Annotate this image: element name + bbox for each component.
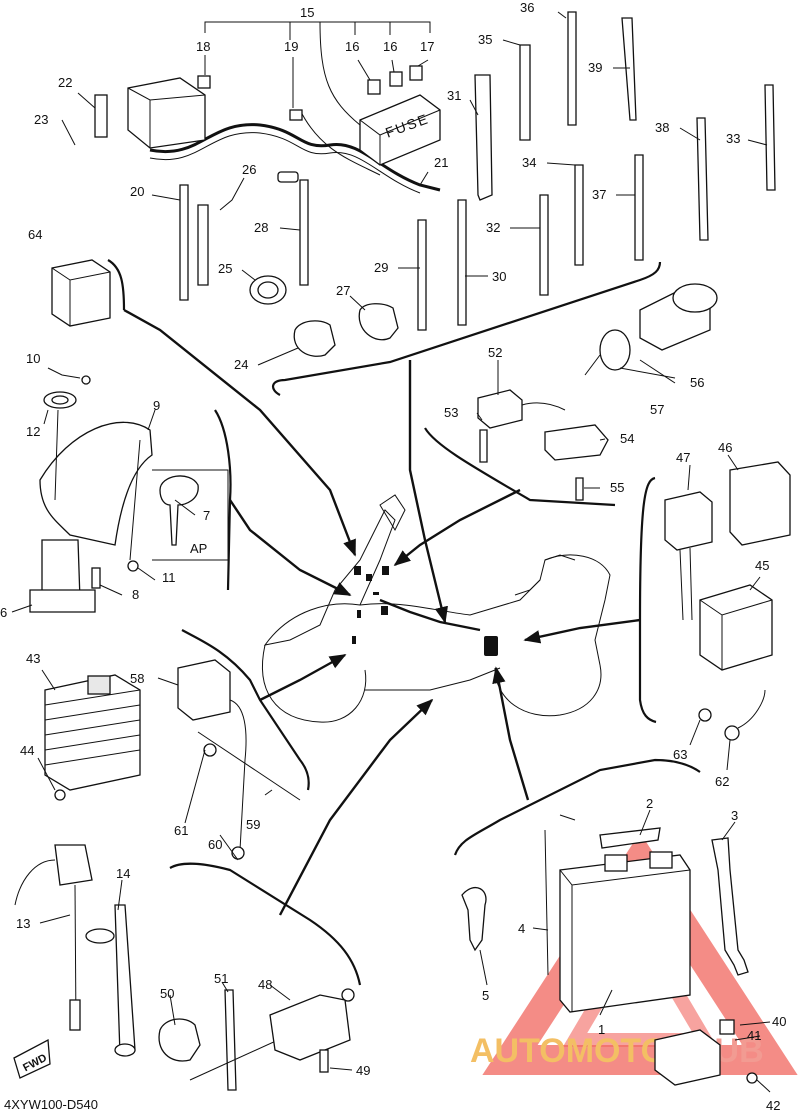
callout-leaders <box>11 11 771 1093</box>
callout-36: 36 <box>520 0 534 15</box>
horn-56-57 <box>584 283 718 376</box>
callout-30: 30 <box>492 269 506 284</box>
callout-17: 17 <box>420 39 434 54</box>
sensor-58 <box>177 659 301 860</box>
callout-25: 25 <box>218 261 232 276</box>
callout-2: 2 <box>646 796 653 811</box>
callout-48: 48 <box>258 977 272 992</box>
battery-1 <box>559 827 691 1013</box>
callout-26: 26 <box>242 162 256 177</box>
callout-18: 18 <box>196 39 210 54</box>
callout-41: 41 <box>747 1028 761 1043</box>
callout-56: 56 <box>690 375 704 390</box>
callout-35: 35 <box>478 32 492 47</box>
callout-34: 34 <box>522 155 536 170</box>
callout-27: 27 <box>336 283 350 298</box>
callout-21: 21 <box>434 155 448 170</box>
callout-61: 61 <box>174 823 188 838</box>
callout-19: 19 <box>284 39 298 54</box>
callout-33: 33 <box>726 131 740 146</box>
callout-51: 51 <box>214 971 228 986</box>
key-7: AP <box>152 469 229 561</box>
callout-60: 60 <box>208 837 222 852</box>
callout-15: 15 <box>300 5 314 20</box>
callout-62: 62 <box>715 774 729 789</box>
callout-49: 49 <box>356 1063 370 1078</box>
callout-20: 20 <box>130 184 144 199</box>
callout-8: 8 <box>132 587 139 602</box>
callout-52: 52 <box>488 345 502 360</box>
callout-45: 45 <box>755 558 769 573</box>
callout-53: 53 <box>444 405 458 420</box>
callout-50: 50 <box>160 986 174 1001</box>
callout-59: 59 <box>246 817 260 832</box>
sidestand-switch-13-14 <box>14 844 136 1057</box>
relays-45-47 <box>664 461 791 671</box>
callout-43: 43 <box>26 651 40 666</box>
callout-57: 57 <box>650 402 664 417</box>
callout-58: 58 <box>130 671 144 686</box>
callout-39: 39 <box>588 60 602 75</box>
callout-6: 6 <box>0 605 7 620</box>
fwd-arrow: FWD <box>13 1038 51 1079</box>
callout-10: 10 <box>26 351 40 366</box>
callout-5: 5 <box>482 988 489 1003</box>
callout-32: 32 <box>486 220 500 235</box>
callout-9: 9 <box>153 398 160 413</box>
callout-29: 29 <box>374 260 388 275</box>
callout-12: 12 <box>26 424 40 439</box>
ground-62-63 <box>698 689 766 741</box>
callout-23: 23 <box>34 112 48 127</box>
callout-11: 11 <box>162 570 176 585</box>
relay-22 <box>94 77 206 149</box>
group-brackets <box>107 259 701 986</box>
callout-24: 24 <box>234 357 248 372</box>
relay-64 <box>51 259 111 327</box>
callout-38: 38 <box>655 120 669 135</box>
component-markers <box>352 566 498 656</box>
callout-47: 47 <box>676 450 690 465</box>
callout-42: 42 <box>766 1098 780 1113</box>
callout-1: 1 <box>598 1022 605 1037</box>
bottom-parts-48-51 <box>158 988 355 1091</box>
callout-44: 44 <box>20 743 34 758</box>
callout-54: 54 <box>620 431 634 446</box>
relay-41-42 <box>654 1019 758 1086</box>
callout-63: 63 <box>673 747 687 762</box>
callout-3: 3 <box>731 808 738 823</box>
callout-40: 40 <box>772 1014 786 1029</box>
cable-ties <box>179 11 776 331</box>
small-fuses <box>197 65 423 121</box>
watermark-word-a: AUTOMOTO <box>470 1032 667 1070</box>
callout-7: 7 <box>203 508 210 523</box>
key-note: AP <box>190 541 207 556</box>
callout-64: 64 <box>28 227 42 242</box>
callout-13: 13 <box>16 916 30 931</box>
fuse-box-15: FUSE <box>359 94 441 166</box>
callout-31: 31 <box>447 88 461 103</box>
callout-16b: 16 <box>383 39 397 54</box>
rectifier-43 <box>44 674 141 801</box>
ignition-switch <box>29 375 153 613</box>
callout-22: 22 <box>58 75 72 90</box>
motorcycle-outline <box>261 494 611 723</box>
switch-52-54 <box>477 389 609 501</box>
callout-28: 28 <box>254 220 268 235</box>
diagram-code: 4XYW100-D540 <box>4 1097 98 1112</box>
callout-4: 4 <box>518 921 525 936</box>
clamps <box>249 171 399 357</box>
callout-55: 55 <box>610 480 624 495</box>
battery-cables-3-4-5 <box>461 814 749 976</box>
callout-16a: 16 <box>345 39 359 54</box>
callout-14: 14 <box>116 866 130 881</box>
leader-lines <box>123 308 641 916</box>
callout-37: 37 <box>592 187 606 202</box>
callout-46: 46 <box>718 440 732 455</box>
